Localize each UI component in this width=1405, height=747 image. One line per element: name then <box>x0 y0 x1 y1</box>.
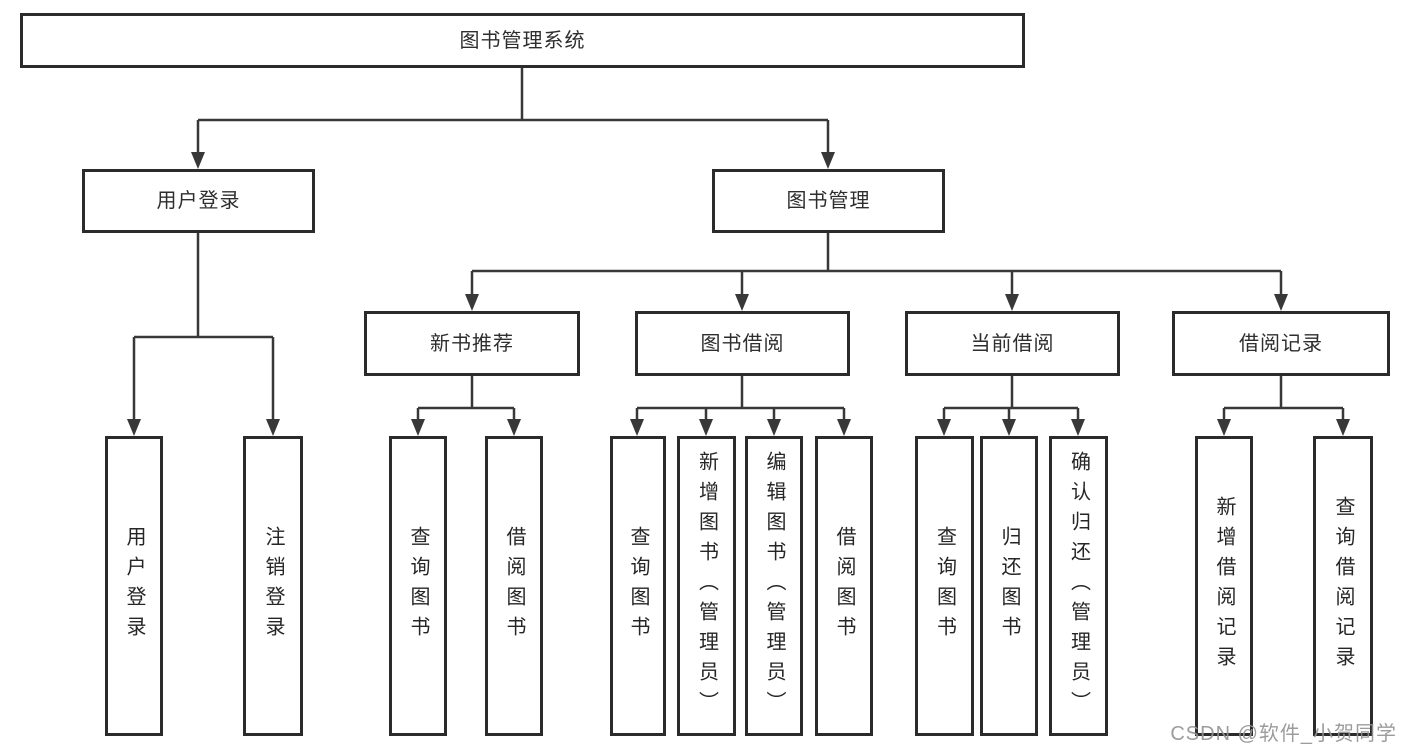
leaf-records-add-record-label: 新增借阅记录 <box>1213 496 1235 676</box>
leaf-borrow-edit-books-admin: 编辑图书（管理员） <box>745 436 803 736</box>
node-user-login-label: 用户登录 <box>156 190 241 212</box>
leaf-borrow-add-books-admin: 新增图书（管理员） <box>677 436 736 736</box>
leaf-records-add-record: 新增借阅记录 <box>1195 436 1253 736</box>
leaf-current-confirm-return-admin: 确认归还（管理员） <box>1049 436 1108 736</box>
leaf-recommend-borrow-books-label: 借阅图书 <box>503 526 525 646</box>
node-new-book-recommend: 新书推荐 <box>364 311 580 376</box>
leaf-records-query-record: 查询借阅记录 <box>1313 436 1373 736</box>
node-user-login: 用户登录 <box>82 169 315 233</box>
leaf-recommend-query-books: 查询图书 <box>389 436 447 736</box>
node-current-borrow-label: 当前借阅 <box>970 332 1055 355</box>
leaf-current-return-books-label: 归还图书 <box>998 526 1020 646</box>
leaf-borrow-query-books: 查询图书 <box>610 436 666 736</box>
leaf-logout: 注销登录 <box>243 436 303 736</box>
leaf-current-query-books-label: 查询图书 <box>933 526 956 646</box>
node-book-management-label: 图书管理 <box>786 190 871 212</box>
csdn-watermark: CSDN @软件_小贺同学 <box>1170 723 1397 745</box>
leaf-current-return-books: 归还图书 <box>980 436 1038 736</box>
node-root-label: 图书管理系统 <box>459 29 586 52</box>
node-borrow-records-label: 借阅记录 <box>1239 332 1323 355</box>
leaf-borrow-borrow-books: 借阅图书 <box>815 436 873 736</box>
leaf-borrow-edit-books-admin-label: 编辑图书（管理员） <box>763 451 785 721</box>
node-current-borrow: 当前借阅 <box>905 311 1120 376</box>
leaf-borrow-query-books-label: 查询图书 <box>627 526 649 646</box>
leaf-user-login-label: 用户登录 <box>123 526 145 646</box>
leaf-borrow-borrow-books-label: 借阅图书 <box>833 526 855 646</box>
arrowheads <box>127 152 1350 436</box>
node-book-borrow-label: 图书借阅 <box>700 332 785 355</box>
leaf-logout-label: 注销登录 <box>262 526 284 646</box>
leaf-recommend-query-books-label: 查询图书 <box>407 526 429 646</box>
leaf-user-login: 用户登录 <box>105 436 163 736</box>
leaf-current-confirm-return-admin-label: 确认归还（管理员） <box>1067 451 1090 721</box>
node-book-management: 图书管理 <box>712 169 945 233</box>
leaf-borrow-add-books-admin-label: 新增图书（管理员） <box>695 451 718 721</box>
node-borrow-records: 借阅记录 <box>1172 311 1390 376</box>
leaf-current-query-books: 查询图书 <box>915 436 974 736</box>
leaf-records-query-record-label: 查询借阅记录 <box>1332 496 1354 676</box>
node-new-book-recommend-label: 新书推荐 <box>430 332 514 355</box>
node-book-borrow: 图书借阅 <box>635 311 850 376</box>
leaf-recommend-borrow-books: 借阅图书 <box>485 436 543 736</box>
node-root: 图书管理系统 <box>20 13 1025 68</box>
